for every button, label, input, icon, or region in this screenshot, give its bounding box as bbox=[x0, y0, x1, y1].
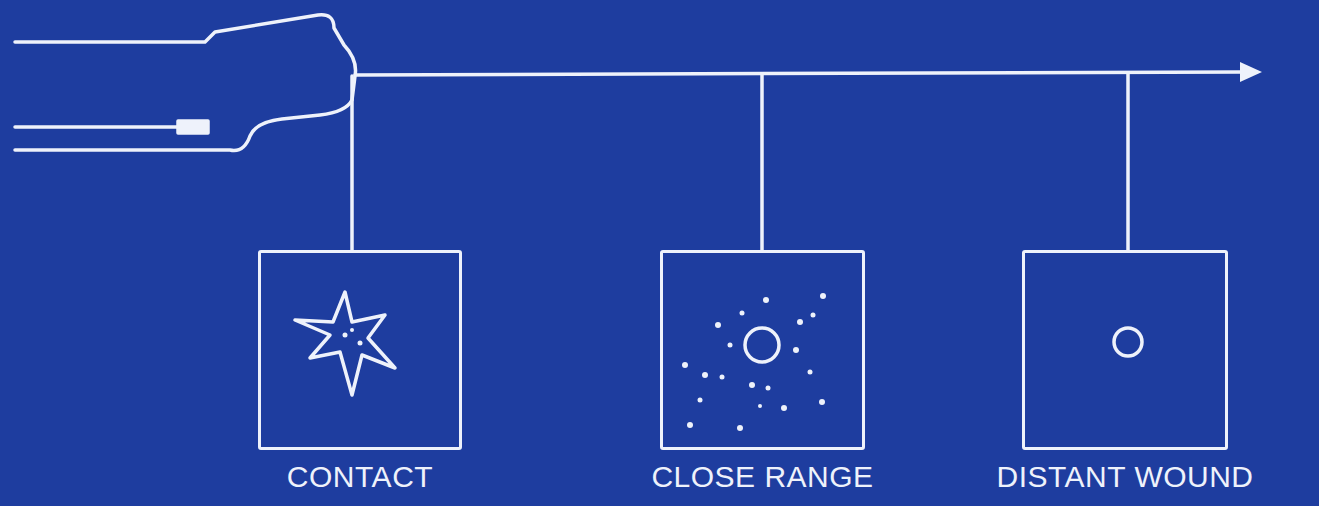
pistol-detail bbox=[178, 121, 208, 133]
panel-caption: CLOSE RANGE bbox=[651, 460, 873, 494]
bullet-path bbox=[355, 72, 1242, 75]
panel-caption: DISTANT WOUND bbox=[996, 460, 1253, 494]
wound-panel: CLOSE RANGE bbox=[660, 250, 865, 494]
drop-line bbox=[760, 74, 764, 250]
stippling bbox=[343, 293, 827, 431]
drop-line bbox=[350, 76, 354, 250]
panel-frame bbox=[1022, 250, 1228, 450]
pistol-outline bbox=[15, 15, 356, 151]
wound-panel: CONTACT bbox=[258, 250, 462, 494]
panel-frame bbox=[660, 250, 865, 450]
distant-wound bbox=[1114, 328, 1142, 356]
panel-frame bbox=[258, 250, 462, 450]
contact-wound bbox=[295, 292, 395, 395]
drop-line bbox=[1126, 73, 1130, 250]
panel-caption: CONTACT bbox=[287, 460, 433, 494]
arrowhead bbox=[1240, 62, 1262, 82]
close-range-wound bbox=[745, 328, 779, 362]
pistol-detail bbox=[15, 125, 178, 129]
wound-panel: DISTANT WOUND bbox=[1022, 250, 1228, 494]
